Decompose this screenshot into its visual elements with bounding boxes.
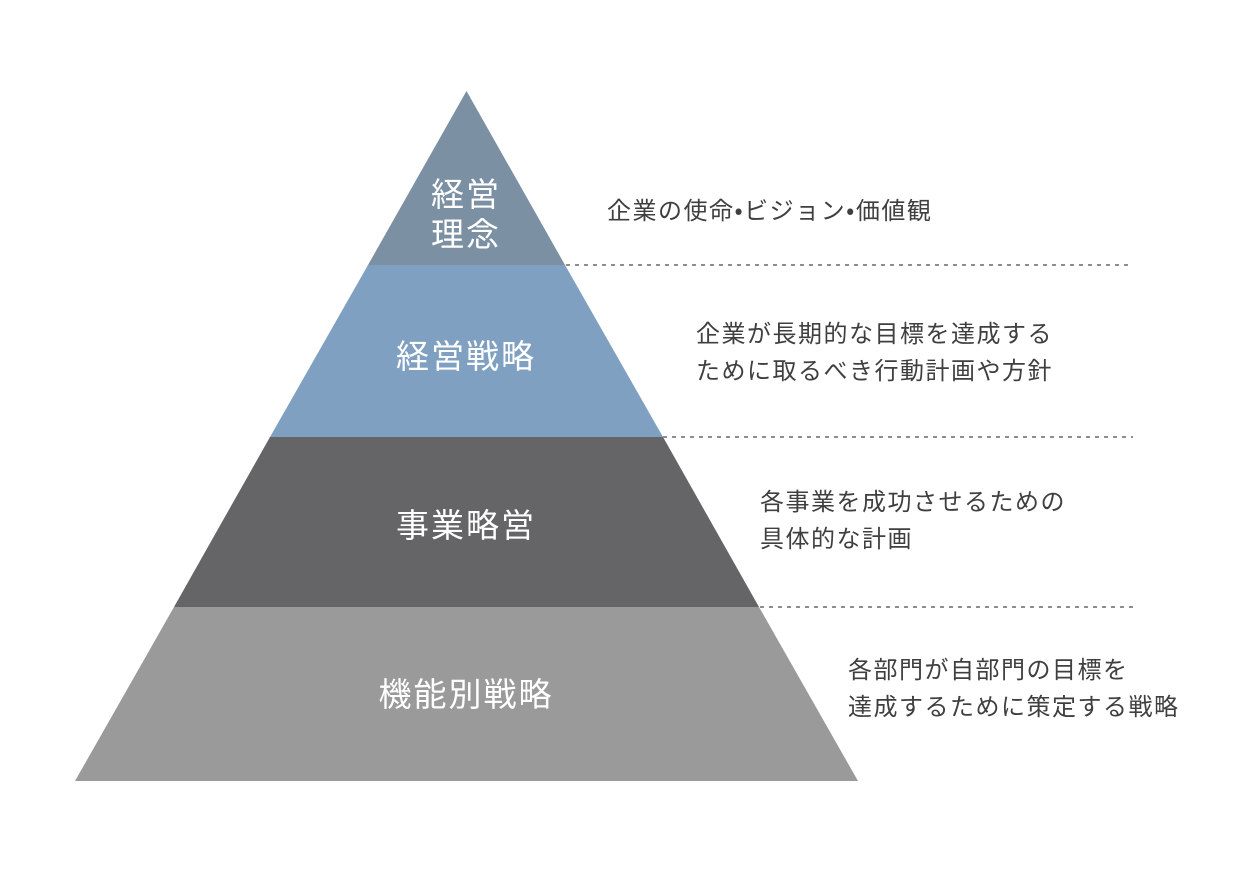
- pyramid-tier-corporate-strategy-shape: [270, 265, 663, 437]
- tier-corporate-strategy-description: 企業が長期的な目標を達成する ために取るべき行動計画や方針: [696, 321, 1053, 385]
- tier-functional-strategy-label: 機能別戦略: [378, 676, 554, 713]
- tier-business-strategy-label: 事業略営: [396, 507, 536, 544]
- tier-philosophy-label: 経営 理念: [431, 176, 501, 253]
- pyramid-tier-business-strategy-shape: [174, 437, 759, 607]
- pyramid-tier-functional-strategy-shape: [75, 607, 858, 781]
- tier-functional-strategy-description: 各部門が自部門の目標を 達成するために策定する戦略: [848, 657, 1180, 721]
- pyramid-tier-philosophy-shape: [368, 91, 565, 265]
- tier-philosophy-description: 企業の使命・ビジョン・価値観: [607, 198, 933, 225]
- tier-business-strategy-description: 各事業を成功させるための 具体的な計画: [760, 489, 1066, 553]
- tier-corporate-strategy-label: 経営戦略: [396, 338, 536, 375]
